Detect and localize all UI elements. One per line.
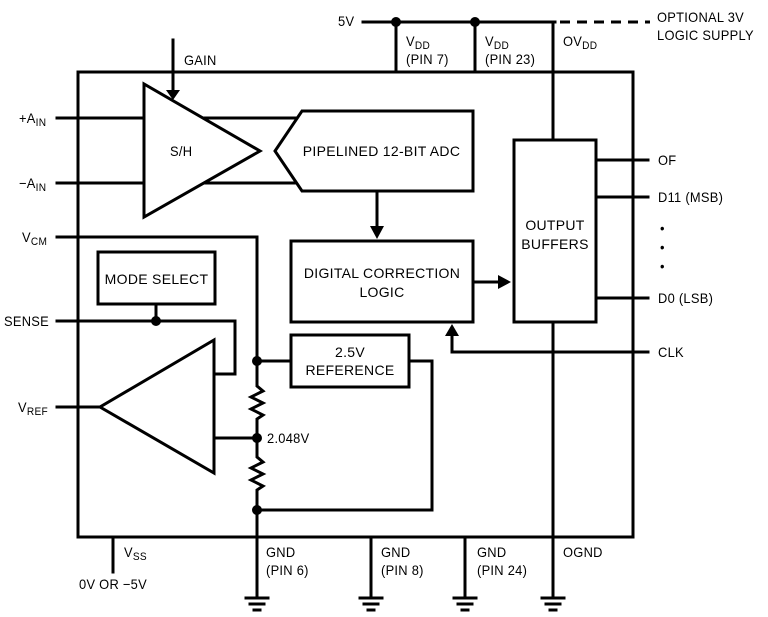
logic-supply-label: LOGIC SUPPLY bbox=[657, 27, 754, 43]
vdd-pin23-number: (PIN 23) bbox=[485, 51, 536, 67]
junction-dot bbox=[470, 17, 480, 27]
ain-pos-text: +A bbox=[19, 110, 36, 126]
junction-dot bbox=[151, 316, 161, 326]
ain-pos-label: +AIN bbox=[19, 110, 46, 131]
vdd-pin7-label: VDD bbox=[406, 33, 430, 54]
adc-block bbox=[273, 109, 475, 193]
gnd-pin24-label: GND bbox=[477, 544, 507, 560]
ground-icon bbox=[540, 596, 566, 612]
vss-text: V bbox=[124, 544, 133, 560]
ain-neg-text: −A bbox=[19, 175, 36, 191]
ellipsis-dot: • bbox=[660, 258, 665, 274]
junction-dot bbox=[252, 356, 262, 366]
gain-arrowhead bbox=[166, 90, 180, 100]
ellipsis-dot: • bbox=[660, 239, 665, 255]
clk-label: CLK bbox=[658, 344, 684, 360]
ain-neg-label: −AIN bbox=[19, 175, 46, 196]
ref-label-line2: REFERENCE bbox=[305, 362, 395, 378]
ain-subscript: IN bbox=[35, 182, 47, 194]
gain-label: GAIN bbox=[184, 52, 217, 68]
vdd-subscript: DD bbox=[414, 40, 431, 52]
dcl-to-ob-arrowhead bbox=[498, 275, 511, 289]
mode-select-label: MODE SELECT bbox=[104, 271, 209, 287]
gnd-pin6-label: GND bbox=[266, 544, 296, 560]
reference-amplifier bbox=[97, 337, 216, 476]
ground-icon bbox=[358, 596, 384, 612]
ovdd-text: OV bbox=[563, 33, 583, 49]
reference-block bbox=[289, 333, 411, 389]
gnd-pin24-number: (PIN 24) bbox=[477, 562, 528, 578]
sample-hold-amplifier bbox=[142, 81, 264, 220]
resistor-upper bbox=[247, 380, 267, 426]
d11-label: D11 (MSB) bbox=[658, 189, 724, 205]
vdd-subscript: DD bbox=[493, 40, 510, 52]
junction-dot bbox=[252, 433, 262, 443]
gnd-pin8-label: GND bbox=[381, 544, 411, 560]
ovdd-label: OVDD bbox=[563, 33, 597, 54]
vss-subscript: SS bbox=[132, 551, 147, 563]
ground-icon bbox=[452, 596, 478, 612]
vref-subscript: REF bbox=[26, 406, 48, 418]
ain-subscript: IN bbox=[35, 117, 47, 129]
optional-3v-label: OPTIONAL 3V bbox=[657, 9, 745, 25]
sense-label: SENSE bbox=[4, 313, 50, 329]
vss-label: VSS bbox=[124, 544, 147, 565]
sh-label: S/H bbox=[170, 143, 193, 159]
clk-arrowhead bbox=[445, 324, 459, 336]
junction-dot bbox=[391, 17, 401, 27]
adc-to-dcl-arrowhead bbox=[370, 226, 384, 239]
vcm-label: VCM bbox=[22, 229, 47, 250]
vref-label: VREF bbox=[18, 399, 48, 420]
ob-label-line2: BUFFERS bbox=[521, 236, 589, 252]
ob-label-line1: OUTPUT bbox=[525, 217, 585, 233]
ognd-label: OGND bbox=[563, 544, 603, 560]
vcm-text: V bbox=[22, 229, 31, 245]
vdd-pin7-number: (PIN 7) bbox=[406, 51, 449, 67]
vcm-subscript: CM bbox=[30, 236, 48, 248]
ellipsis-dot: • bbox=[660, 220, 665, 236]
dcl-label-line1: DIGITAL CORRECTION bbox=[303, 265, 461, 281]
of-label: OF bbox=[658, 152, 677, 168]
digital-correction-block bbox=[289, 239, 475, 324]
gnd-pin6-number: (PIN 6) bbox=[266, 562, 309, 578]
vss-range-label: 0V OR −5V bbox=[79, 576, 147, 592]
gnd-pin8-number: (PIN 8) bbox=[381, 562, 424, 578]
junction-dot bbox=[252, 505, 262, 515]
vdd-label: V bbox=[485, 33, 494, 49]
d0-label: D0 (LSB) bbox=[658, 290, 714, 306]
ground-icon bbox=[244, 596, 270, 612]
mode-select-block bbox=[96, 250, 217, 306]
vdd-label: V bbox=[406, 33, 415, 49]
adc-label: PIPELINED 12-BIT ADC bbox=[302, 143, 461, 159]
dcl-label-line2: LOGIC bbox=[359, 284, 405, 300]
ref-label-line1: 2.5V bbox=[335, 344, 365, 360]
output-buffers-block bbox=[512, 138, 598, 324]
ovdd-subscript: DD bbox=[582, 40, 598, 52]
vref-text: V bbox=[18, 399, 27, 415]
node-2048v-label: 2.048V bbox=[267, 430, 310, 446]
resistor-lower bbox=[247, 451, 267, 497]
chip-outline bbox=[76, 70, 635, 539]
5v-label: 5V bbox=[338, 13, 355, 29]
vdd-pin23-label: VDD bbox=[485, 33, 509, 54]
